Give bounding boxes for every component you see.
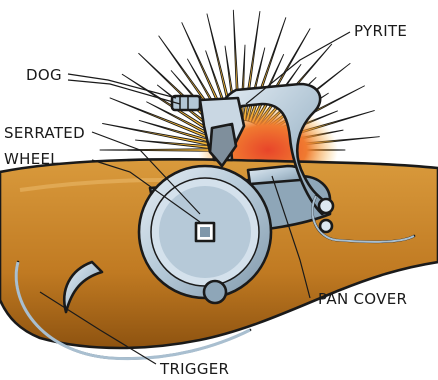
label-dog: DOG bbox=[26, 66, 62, 84]
dog-pivot-screw bbox=[319, 199, 333, 213]
label-serrated-wheel-line1: SERRATED bbox=[4, 124, 85, 142]
pan-cover bbox=[248, 166, 302, 184]
wheel-pivot bbox=[204, 281, 226, 303]
label-pyrite: PYRITE bbox=[354, 22, 407, 40]
label-trigger: TRIGGER bbox=[159, 360, 229, 378]
spark-ray bbox=[100, 149, 210, 152]
label-serrated-wheel-line2: WHEEL bbox=[4, 150, 59, 168]
dog-pivot-screw-2 bbox=[320, 220, 332, 232]
label-pan-cover: PAN COVER bbox=[318, 290, 407, 308]
